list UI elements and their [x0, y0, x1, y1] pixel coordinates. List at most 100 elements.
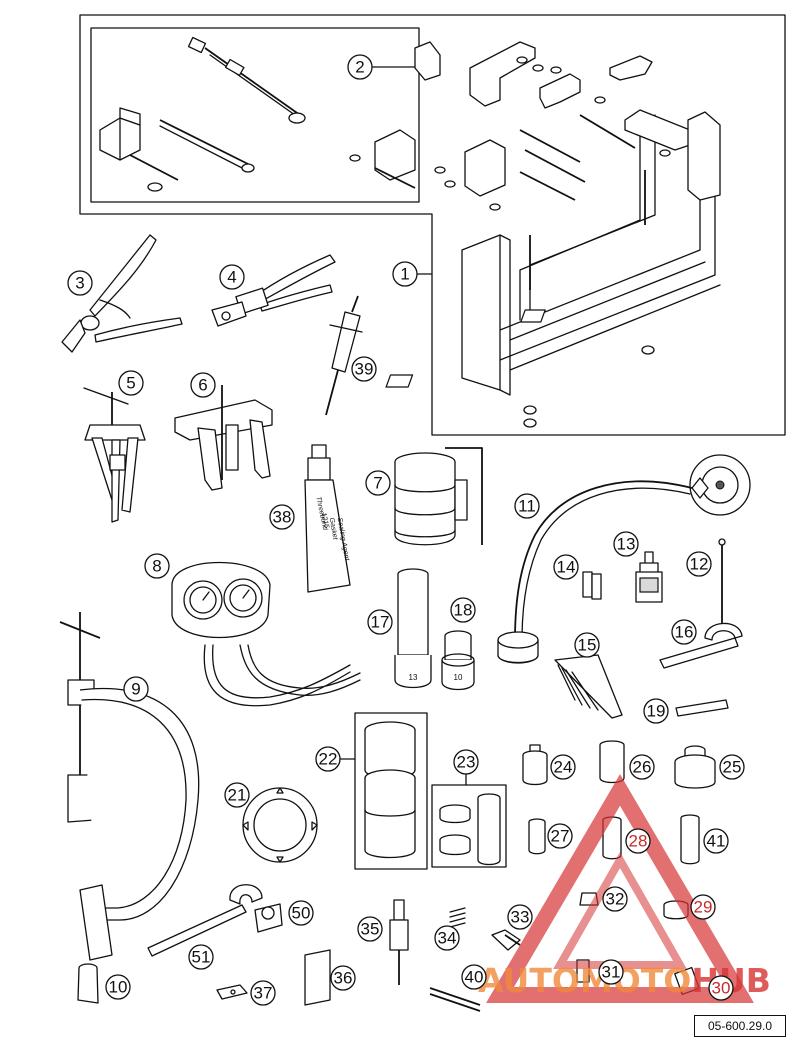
part-41-drift	[680, 814, 700, 865]
callout-38: 38	[269, 504, 295, 530]
callout-29: 29	[690, 894, 716, 920]
part-23-bearing-tools	[431, 784, 507, 868]
part-14-bits	[582, 571, 602, 600]
part-50-holder	[254, 903, 283, 933]
part-40-spring	[429, 987, 481, 1012]
part-34-spring	[449, 907, 466, 928]
callout-31: 31	[598, 959, 624, 985]
callout-9-label: 9	[131, 680, 140, 699]
part-11-dial-gauge-arm	[497, 454, 751, 664]
callout-19: 19	[643, 698, 669, 724]
callout-13-label: 13	[617, 535, 636, 554]
part-36-plate	[304, 949, 331, 1006]
callout-18: 18	[450, 597, 476, 623]
callout-33-label: 33	[511, 908, 530, 927]
callout-27-label: 27	[551, 827, 570, 846]
callout-41-label: 41	[707, 832, 726, 851]
callout-3-label: 3	[75, 274, 84, 293]
callout-23-label: 23	[457, 753, 476, 772]
callout-17-label: 17	[371, 613, 390, 632]
part-13-threadlock-bottle	[635, 551, 663, 603]
part-17-socket: 13	[394, 568, 432, 689]
callout-37: 37	[250, 980, 276, 1006]
callout-32-label: 32	[606, 890, 625, 909]
tube-code-text: 1215	[320, 512, 330, 529]
part-15-feeler-gauge	[554, 654, 623, 719]
callout-28: 28	[625, 828, 651, 854]
callout-11-label: 11	[518, 497, 536, 516]
callout-17: 17	[367, 609, 393, 635]
callout-23: 23	[453, 749, 479, 775]
part-19-strip	[675, 699, 729, 717]
callout-37-label: 37	[254, 984, 273, 1003]
part-26-drift	[599, 740, 625, 784]
part-5-small-puller	[83, 387, 146, 523]
callout-6-label: 6	[198, 376, 207, 395]
callout-12-label: 12	[690, 555, 709, 574]
part-51-hook-spanner	[147, 884, 263, 957]
socket-17-size: 13	[409, 673, 418, 682]
part-21-clutch-ring	[242, 787, 318, 863]
callout-19-label: 19	[647, 702, 666, 721]
callout-7: 7	[365, 470, 391, 496]
part-2-mounting-bolts	[99, 36, 306, 192]
watermark-part1: AUTOMOTO	[478, 961, 691, 1000]
callout-39: 39	[351, 356, 377, 382]
callout-2-label: 2	[355, 58, 364, 77]
callout-40-label: 40	[465, 968, 484, 987]
callout-8: 8	[144, 553, 170, 579]
document-reference-number: 05-600.29.0	[694, 1015, 786, 1037]
callout-18-label: 18	[454, 601, 473, 620]
part-16-pin-spanner	[659, 622, 743, 669]
callout-50: 50	[288, 900, 314, 926]
callout-25: 25	[719, 754, 745, 780]
callout-22: 22	[315, 746, 341, 772]
callout-1: 1	[392, 261, 418, 287]
callout-35-label: 35	[361, 920, 380, 939]
callout-3: 3	[67, 270, 93, 296]
callout-7-label: 7	[373, 474, 382, 493]
part-38-sealant-tube: Threebond 1215 Gasket Sealing Agent	[304, 444, 351, 593]
part-10-holder	[77, 963, 99, 1004]
part-22-sleeves	[354, 712, 428, 870]
callout-30-label: 30	[712, 979, 731, 998]
callout-36-label: 36	[334, 969, 353, 988]
callout-6: 6	[190, 372, 216, 398]
callout-36: 36	[330, 965, 356, 991]
part-4-clamp-pliers	[211, 254, 336, 327]
callout-38-label: 38	[273, 508, 292, 527]
callout-31-label: 31	[602, 963, 621, 982]
callout-5: 5	[118, 370, 144, 396]
callout-26-label: 26	[633, 758, 652, 777]
callout-32: 32	[602, 886, 628, 912]
callout-30: 30	[708, 975, 734, 1001]
callout-39-label: 39	[355, 360, 374, 379]
part-18-socket: 10	[441, 630, 475, 691]
callout-27: 27	[547, 823, 573, 849]
part-6-bearing-puller	[174, 385, 273, 491]
callout-40: 40	[461, 964, 487, 990]
part-9-valve-spring-compressor	[59, 612, 200, 961]
callout-21-label: 21	[228, 786, 247, 805]
callout-24: 24	[550, 754, 576, 780]
callout-10: 10	[105, 974, 131, 1000]
callout-10-label: 10	[109, 978, 128, 997]
part-8-vacuum-gauges	[171, 561, 361, 707]
callout-51: 51	[188, 944, 214, 970]
callout-33: 33	[507, 904, 533, 930]
part-1-engine-stand	[349, 41, 721, 428]
part-7-ring-compressor	[394, 447, 483, 546]
part-35-extractor	[389, 899, 409, 985]
part-12-pin	[718, 538, 726, 625]
part-39-grease-syringe	[325, 295, 363, 416]
callout-16: 16	[671, 619, 697, 645]
part-24-drift	[522, 744, 548, 786]
callout-9: 9	[123, 676, 149, 702]
callout-11: 11	[514, 493, 540, 519]
callout-34-label: 34	[438, 929, 457, 948]
part-25-drift	[674, 745, 716, 789]
callout-35: 35	[357, 916, 383, 942]
callout-21: 21	[224, 782, 250, 808]
callout-2: 2	[347, 54, 373, 80]
